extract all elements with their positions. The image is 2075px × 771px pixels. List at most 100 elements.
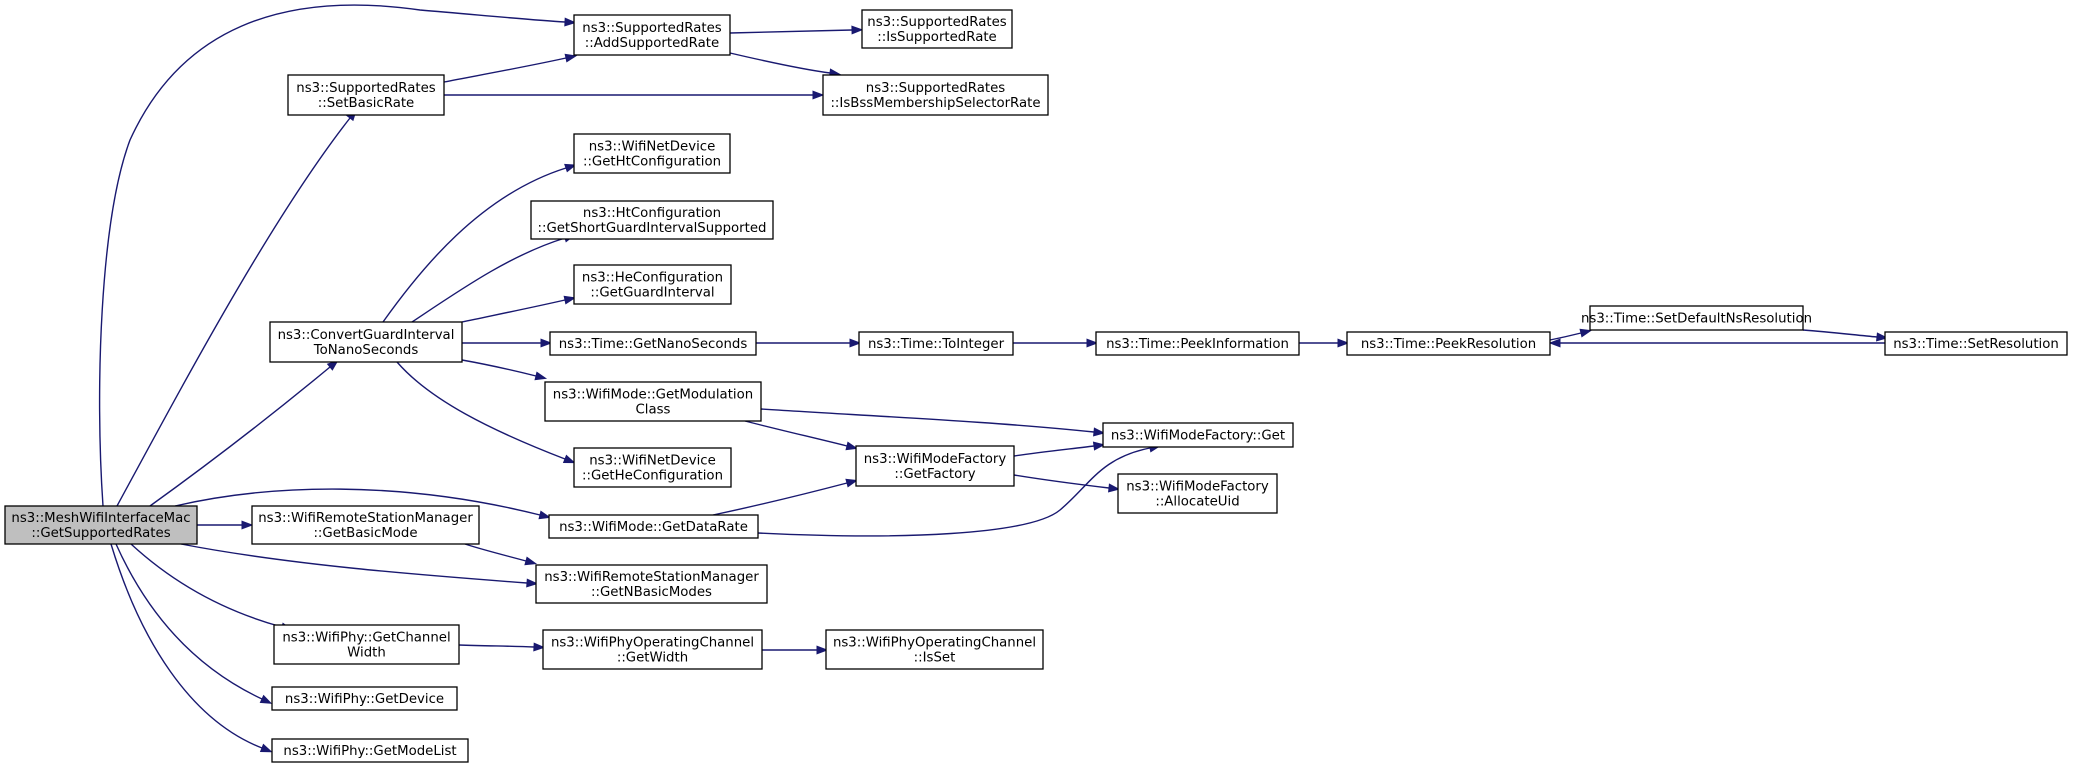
node-label-line: ns3::WifiMode::GetModulation xyxy=(553,388,753,403)
edge-arrowhead xyxy=(845,441,859,451)
function-node[interactable]: ns3::WifiMode::GetDataRate xyxy=(548,514,759,539)
edge-line xyxy=(461,359,537,377)
node-label-line: ns3::SupportedRates xyxy=(582,21,721,36)
node-label-line: Class xyxy=(636,403,671,418)
edge-line xyxy=(461,299,566,323)
call-edge-n12-n13 xyxy=(1549,328,1593,341)
node-box xyxy=(825,629,1044,670)
call-edge-n17-n19 xyxy=(1013,474,1121,493)
function-node[interactable]: ns3::WifiModeFactory::AllocateUid xyxy=(1117,473,1278,514)
edge-line xyxy=(98,4,566,507)
edge-arrowhead xyxy=(526,578,539,588)
node-label-line: ns3::WifiPhyOperatingChannel xyxy=(833,636,1036,651)
call-edge-n1-n4 xyxy=(729,52,842,78)
node-box xyxy=(573,264,732,305)
node-label-line: ns3::Time::SetDefaultNsResolution xyxy=(1581,312,1812,327)
function-node[interactable]: ns3::Time::PeekInformation xyxy=(1095,331,1300,356)
edge-arrowhead xyxy=(533,642,546,652)
call-edge-n13-n14 xyxy=(1802,329,1889,342)
function-node[interactable]: ns3::SupportedRates::IsSupportedRate xyxy=(861,9,1013,49)
node-box xyxy=(273,624,460,665)
node-box xyxy=(858,331,1014,356)
root-function-node: ns3::MeshWifiInterfaceMac::GetSupportedR… xyxy=(4,505,198,545)
edge-arrowhead xyxy=(564,53,578,63)
function-node[interactable]: ns3::WifiModeFactory::Get xyxy=(1102,422,1294,448)
edge-arrowhead xyxy=(1092,441,1106,451)
edge-arrowhead xyxy=(812,90,825,100)
edge-line xyxy=(382,167,567,323)
node-label-line: ::GetHtConfiguration xyxy=(583,155,721,170)
call-edge-n0-n23 xyxy=(130,543,293,632)
function-node[interactable]: ns3::SupportedRates::IsBssMembershipSele… xyxy=(822,74,1049,116)
function-node[interactable]: ns3::WifiPhy::GetModeList xyxy=(271,738,469,763)
node-label-line: ns3::WifiPhy::GetModeList xyxy=(283,744,456,759)
function-node[interactable]: ns3::Time::PeekResolution xyxy=(1346,331,1551,356)
node-box xyxy=(271,686,458,711)
node-label-line: ns3::WifiNetDevice xyxy=(589,454,716,469)
edge-arrowhead xyxy=(1086,338,1099,348)
edge-line xyxy=(464,543,527,562)
node-label-line: ns3::SupportedRates xyxy=(296,81,435,96)
node-label-line: ns3::Time::PeekResolution xyxy=(1361,337,1536,352)
edge-arrowhead xyxy=(1876,332,1889,342)
node-label-line: ns3::Time::SetResolution xyxy=(1893,337,2059,352)
node-box xyxy=(269,321,463,363)
edge-line xyxy=(115,543,263,700)
function-node[interactable]: ns3::WifiNetDevice::GetHtConfiguration xyxy=(573,133,731,174)
function-node[interactable]: ns3::Time::ToInteger xyxy=(858,331,1014,356)
edge-arrowhead xyxy=(563,295,577,305)
node-label-line: ns3::SupportedRates xyxy=(866,81,1005,96)
function-node[interactable]: ns3::WifiNetDevice::GetHeConfiguration xyxy=(573,447,732,488)
node-label-line: ns3::WifiModeFactory xyxy=(1126,480,1269,495)
call-edge-n1-n2 xyxy=(729,25,864,35)
function-node[interactable]: ns3::SupportedRates::SetBasicRate xyxy=(287,74,445,116)
function-node[interactable]: ns3::WifiPhyOperatingChannel::GetWidth xyxy=(542,629,763,670)
function-node[interactable]: ns3::HeConfiguration::GetGuardInterval xyxy=(573,264,732,305)
call-edge-n0-n20 xyxy=(197,520,254,530)
call-edge-n8-n5 xyxy=(382,163,577,323)
function-node[interactable]: ns3::Time::SetDefaultNsResolution xyxy=(1581,305,1812,331)
function-node[interactable]: ns3::HtConfiguration::GetShortGuardInter… xyxy=(530,200,774,240)
function-node[interactable]: ns3::Time::GetNanoSeconds xyxy=(549,331,757,356)
edge-line xyxy=(1013,474,1110,489)
node-label-line: ns3::WifiModeFactory::Get xyxy=(1111,429,1285,444)
call-edge-n8-n15 xyxy=(461,359,548,381)
edge-arrowhead xyxy=(562,454,576,464)
call-edge-n21-n17 xyxy=(712,478,859,516)
call-edge-n0-n27 xyxy=(110,543,273,753)
node-box xyxy=(251,505,480,545)
edge-arrowhead xyxy=(241,520,254,530)
node-label-line: ::GetNBasicModes xyxy=(591,585,712,600)
call-edge-n3-n4 xyxy=(443,90,825,100)
node-box xyxy=(535,564,768,604)
function-node[interactable]: ns3::WifiRemoteStationManager::GetNBasic… xyxy=(535,564,768,604)
function-node[interactable]: ns3::Time::SetResolution xyxy=(1884,331,2068,356)
node-label-line: ::GetGuardInterval xyxy=(590,286,714,301)
edge-arrowhead xyxy=(1337,338,1350,348)
function-node[interactable]: ns3::WifiModeFactory::GetFactory xyxy=(855,445,1015,487)
edge-arrowhead xyxy=(564,17,577,27)
edge-arrowhead xyxy=(1548,338,1561,348)
call-edge-n9-n10 xyxy=(756,338,862,348)
node-label-line: ns3::HtConfiguration xyxy=(583,206,721,221)
edge-arrowhead xyxy=(540,338,553,348)
edge-line xyxy=(458,644,535,648)
node-label-line: ::GetWidth xyxy=(617,651,688,666)
node-box xyxy=(548,514,759,539)
node-label-line: ::AllocateUid xyxy=(1155,495,1239,510)
edge-line xyxy=(130,543,283,628)
edge-line xyxy=(1549,332,1582,341)
edge-line xyxy=(744,420,848,447)
call-edge-n0-n8 xyxy=(149,359,339,507)
edge-line xyxy=(443,57,567,83)
function-node[interactable]: ns3::WifiPhyOperatingChannel::IsSet xyxy=(825,629,1044,670)
function-node[interactable]: ns3::SupportedRates::AddSupportedRate xyxy=(573,14,731,56)
call-edge-n3-n1 xyxy=(443,53,578,83)
function-node[interactable]: ns3::WifiPhy::GetDevice xyxy=(271,686,458,711)
function-node[interactable]: ns3::WifiRemoteStationManager::GetBasicM… xyxy=(251,505,480,545)
call-edge-n8-n7 xyxy=(461,295,577,323)
edge-arrowhead xyxy=(538,510,552,520)
